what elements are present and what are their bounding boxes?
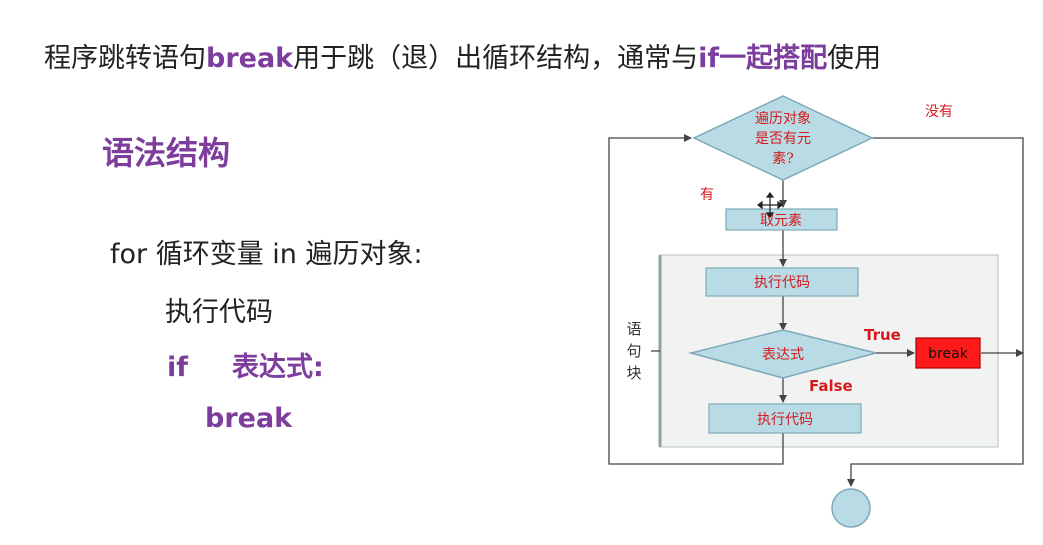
decision-expression-label: 表达式: [762, 347, 804, 363]
label-no: 没有: [925, 104, 953, 120]
exec-code-box-1: [705, 267, 859, 297]
no-branch-line: [847, 137, 1024, 487]
label-yes: 有: [700, 187, 714, 203]
take-element-box: [725, 208, 838, 231]
loop-back-line: [608, 134, 784, 465]
headline-keyword-if: if一起搭配: [698, 43, 828, 74]
block-label-char-1: 语: [626, 320, 641, 338]
block-label-char-3: 块: [626, 364, 641, 382]
headline-keyword-break: break: [206, 43, 294, 74]
code-line-break: break: [205, 403, 293, 434]
block-label-char-2: 句: [626, 342, 641, 360]
label-true: True: [864, 326, 901, 344]
take-element-label: 取元素: [760, 213, 802, 229]
break-box-label: break: [928, 346, 969, 362]
break-box: [915, 337, 981, 369]
section-title: 语法结构: [102, 134, 231, 172]
decision-has-element-line-2: 是否有元: [755, 131, 811, 147]
end-terminal: [831, 488, 871, 528]
decision-has-element-line-1: 遍历对象: [755, 111, 811, 127]
decision-has-element: [692, 95, 874, 181]
exec-code-box-2: [708, 403, 862, 434]
code-line-if: if 表达式:: [167, 345, 324, 384]
decision-expression: [688, 329, 877, 379]
connectors: [608, 134, 1024, 487]
code-if-expression: 表达式:: [232, 352, 324, 383]
code-if-keyword: if: [167, 352, 189, 383]
code-line-for: for 循环变量 in 遍历对象:: [110, 239, 423, 270]
exec-code-label-1: 执行代码: [754, 275, 810, 291]
decision-has-element-line-3: 素?: [772, 151, 794, 167]
move-cursor-icon: [757, 192, 783, 218]
headline: 程序跳转语句break用于跳（退）出循环结构，通常与if一起搭配使用: [44, 36, 881, 75]
exec-code-label-2: 执行代码: [757, 412, 813, 428]
headline-part-2: 用于跳（退）出循环结构，通常与: [293, 43, 699, 74]
code-line-exec: 执行代码: [165, 297, 273, 328]
label-false: False: [809, 377, 853, 395]
headline-part-1: 程序跳转语句: [44, 43, 206, 74]
headline-part-3: 使用: [827, 43, 882, 74]
